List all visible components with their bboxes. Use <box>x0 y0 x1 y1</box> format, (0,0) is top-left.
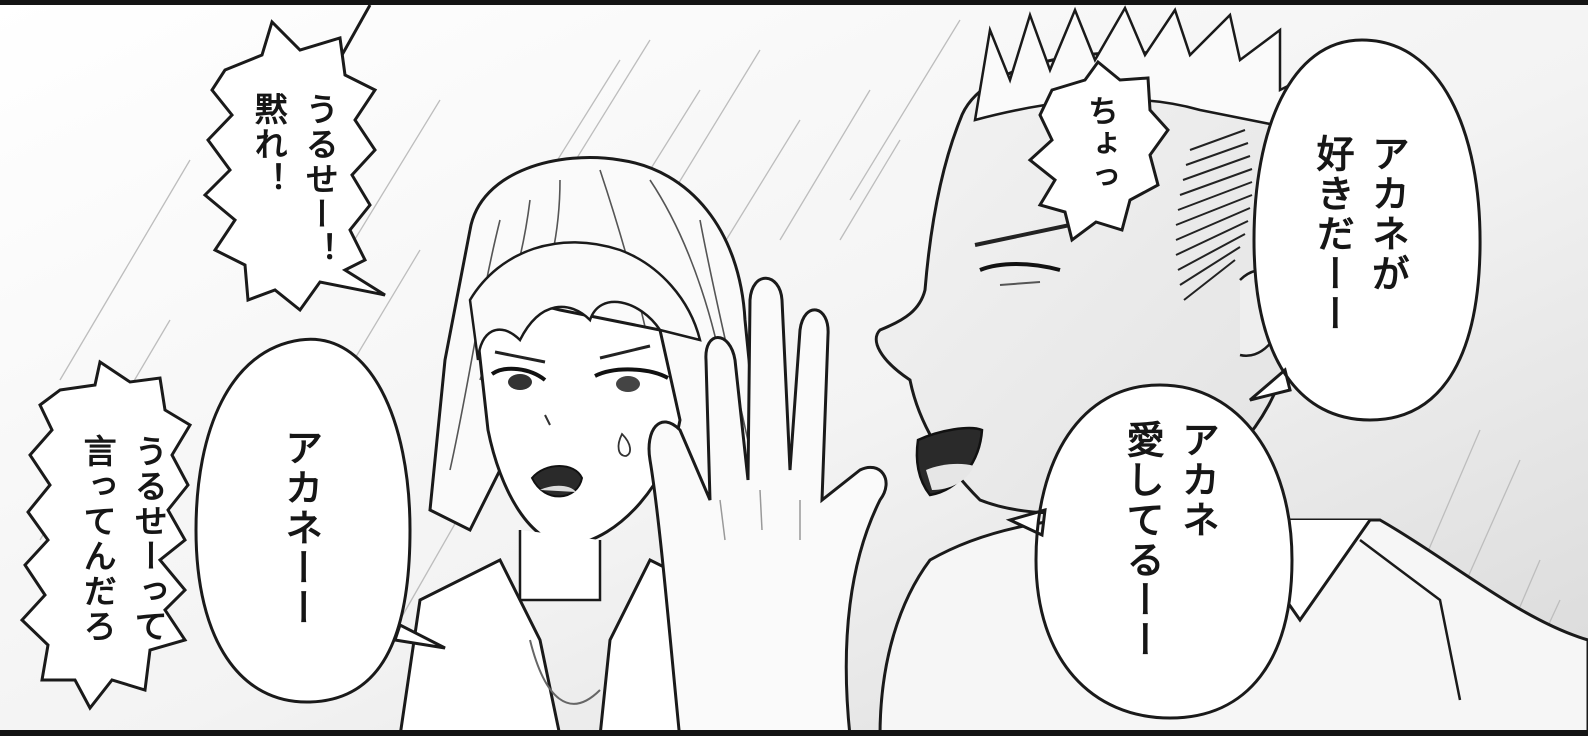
spiky-balloon-top-left <box>202 19 386 313</box>
spiky-balloon-bottom-left <box>19 359 193 711</box>
speech-text-akane-suki: アカネが 好きだーー <box>1310 134 1410 334</box>
speech-text-akane-aishiteru: アカネ 愛してるーー <box>1120 420 1220 660</box>
spiky-balloon-chotto <box>1027 59 1170 243</box>
oval-balloon-right-bottom <box>1005 383 1294 720</box>
oval-balloon-left <box>194 337 446 704</box>
speech-text-akane-left: アカネーー <box>278 428 323 628</box>
speech-text-chotto: ちょっ <box>1081 95 1118 194</box>
oval-balloon-right-top <box>1249 38 1482 422</box>
speech-text-urusei-damare: うるせー！ 黙れ！ <box>249 92 340 267</box>
speech-text-urusei-itteru: うるせーって 言ってんだろ <box>78 434 169 644</box>
